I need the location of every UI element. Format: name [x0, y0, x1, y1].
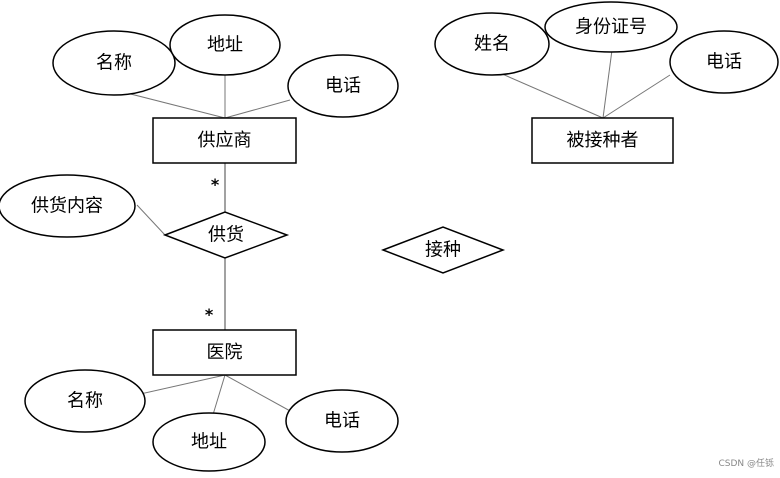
- connector-supplier-phone: [224, 99, 291, 119]
- attribute-vaccinee-id: 身份证号: [544, 1, 678, 53]
- connector-hospital-address: [211, 374, 226, 419]
- attribute-ellipse: [0, 174, 136, 238]
- attribute-supplier-phone: 电话: [287, 54, 399, 118]
- relationship-label: 接种: [425, 240, 461, 261]
- entity-box: [531, 117, 674, 164]
- connector-supply-content: [136, 204, 166, 236]
- relationship-label: 供货: [208, 225, 244, 246]
- attribute-supplier-name: 名称: [52, 30, 176, 96]
- attribute-supplier-address: 地址: [169, 14, 281, 76]
- attribute-ellipse: [669, 30, 779, 94]
- attribute-ellipse: [544, 1, 678, 53]
- attribute-label: 电话: [325, 76, 361, 97]
- attribute-vaccinee-phone: 电话: [669, 30, 779, 94]
- attribute-label: 供货内容: [31, 196, 103, 217]
- attribute-vaccinee-name: 姓名: [434, 12, 550, 76]
- attribute-label: 电话: [324, 411, 360, 432]
- cardinality-hospital: *: [205, 305, 214, 324]
- attribute-ellipse: [24, 369, 146, 433]
- attribute-label: 地址: [207, 35, 243, 56]
- relationship-diamond: [380, 226, 506, 274]
- relationship-supply: 供货: [162, 211, 290, 259]
- entity-vaccinee: 被接种者: [531, 117, 674, 164]
- attribute-label: 地址: [191, 432, 227, 453]
- attribute-ellipse: [285, 389, 399, 453]
- attribute-hospital-address: 地址: [152, 412, 266, 472]
- attribute-ellipse: [152, 412, 266, 472]
- attribute-ellipse: [287, 54, 399, 118]
- entity-supplier: 供应商: [152, 117, 297, 164]
- connector-vaccinee-name: [492, 69, 604, 119]
- attribute-label: 电话: [706, 52, 742, 73]
- connectors: [114, 49, 671, 419]
- connector-hospital-phone: [224, 374, 293, 413]
- connector-vaccinee-phone: [602, 74, 671, 119]
- connector-vaccinee-id: [602, 49, 613, 119]
- entity-hospital: 医院: [152, 329, 297, 376]
- connector-supplier-name: [114, 89, 226, 119]
- relationship-vaccinate: 接种: [380, 226, 506, 274]
- attribute-label: 姓名: [474, 34, 510, 55]
- cardinality-supplier: *: [211, 175, 220, 194]
- entity-box: [152, 117, 297, 164]
- entity-box: [152, 329, 297, 376]
- relationship-diamond: [162, 211, 290, 259]
- attribute-hospital-phone: 电话: [285, 389, 399, 453]
- attribute-label: 名称: [67, 391, 103, 412]
- attribute-hospital-name: 名称: [24, 369, 146, 433]
- entity-label: 供应商: [198, 130, 252, 151]
- attribute-supply-content: 供货内容: [0, 174, 136, 238]
- entity-label: 被接种者: [567, 130, 639, 151]
- watermark: CSDN @任铄: [718, 457, 774, 469]
- attribute-ellipse: [169, 14, 281, 76]
- entity-label: 医院: [207, 342, 243, 363]
- attribute-ellipse: [52, 30, 176, 96]
- attribute-label: 身份证号: [575, 17, 647, 38]
- attribute-ellipse: [434, 12, 550, 76]
- attribute-label: 名称: [96, 53, 132, 74]
